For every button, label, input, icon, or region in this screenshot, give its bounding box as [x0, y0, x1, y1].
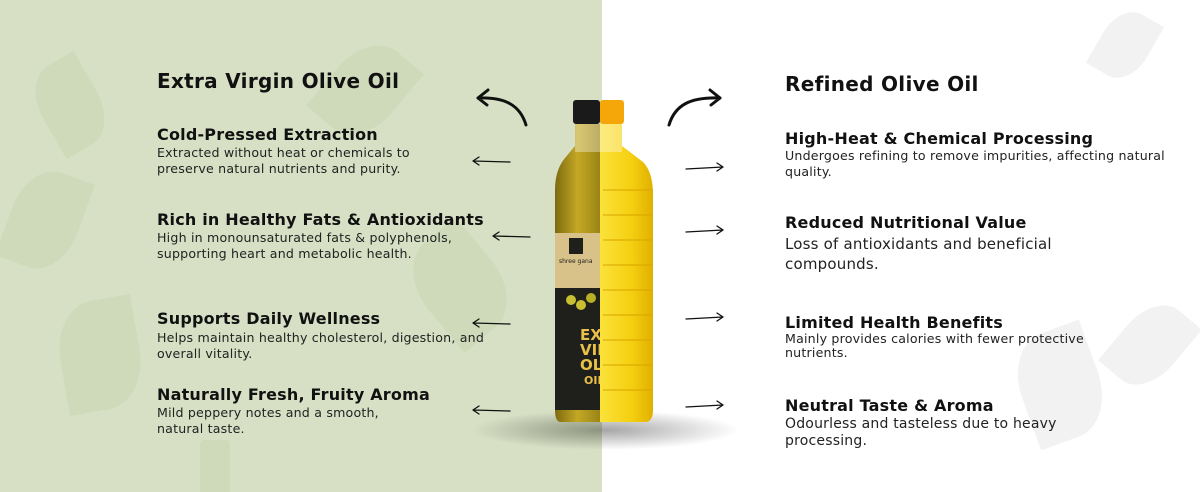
label-text: OLIV	[580, 356, 600, 374]
right-item-body: Mainly provides calories with fewer prot…	[785, 331, 1084, 360]
olive-oil-bottle: shree gana EXTR VIRG OLIV OIL	[553, 100, 657, 422]
arrow-left-icon	[472, 156, 511, 166]
label-text: EXTR	[580, 328, 600, 344]
extra-virgin-panel	[0, 0, 602, 492]
arrow-left-icon	[492, 231, 531, 241]
left-title: Extra Virgin Olive Oil	[157, 69, 400, 93]
curved-arrow-right-icon	[667, 88, 722, 127]
arrow-right-icon	[685, 400, 724, 410]
arrow-right-icon	[685, 312, 724, 322]
right-item-body: Undergoes refining to remove impurities,…	[785, 148, 1165, 179]
right-item-heading: Limited Health Benefits	[785, 313, 1003, 332]
arrow-right-icon	[685, 225, 724, 235]
label-text: VIRG	[580, 341, 600, 359]
right-title: Refined Olive Oil	[785, 72, 979, 96]
left-item-heading: Cold-Pressed Extraction	[157, 125, 378, 144]
right-item-heading: High-Heat & Chemical Processing	[785, 129, 1094, 148]
arrow-left-icon	[472, 405, 511, 415]
trunk-decoration	[200, 440, 230, 492]
left-item-body: High in monounsaturated fats & polypheno…	[157, 230, 453, 261]
bottle-graphic	[555, 100, 653, 422]
left-item-body: Helps maintain healthy cholesterol, dige…	[157, 330, 485, 361]
label-text: OIL	[584, 374, 600, 387]
arrow-left-icon	[472, 318, 511, 328]
arrow-right-icon	[685, 162, 724, 172]
right-item-heading: Reduced Nutritional Value	[785, 213, 1027, 232]
curved-arrow-left-icon	[476, 88, 528, 127]
left-item-body: Mild peppery notes and a smooth,natural …	[157, 405, 379, 436]
right-item-heading: Neutral Taste & Aroma	[785, 396, 994, 415]
left-item-heading: Naturally Fresh, Fruity Aroma	[157, 385, 430, 404]
left-item-heading: Supports Daily Wellness	[157, 309, 381, 328]
left-item-heading: Rich in Healthy Fats & Antioxidants	[157, 210, 484, 229]
label-brand: shree gana	[559, 258, 593, 265]
